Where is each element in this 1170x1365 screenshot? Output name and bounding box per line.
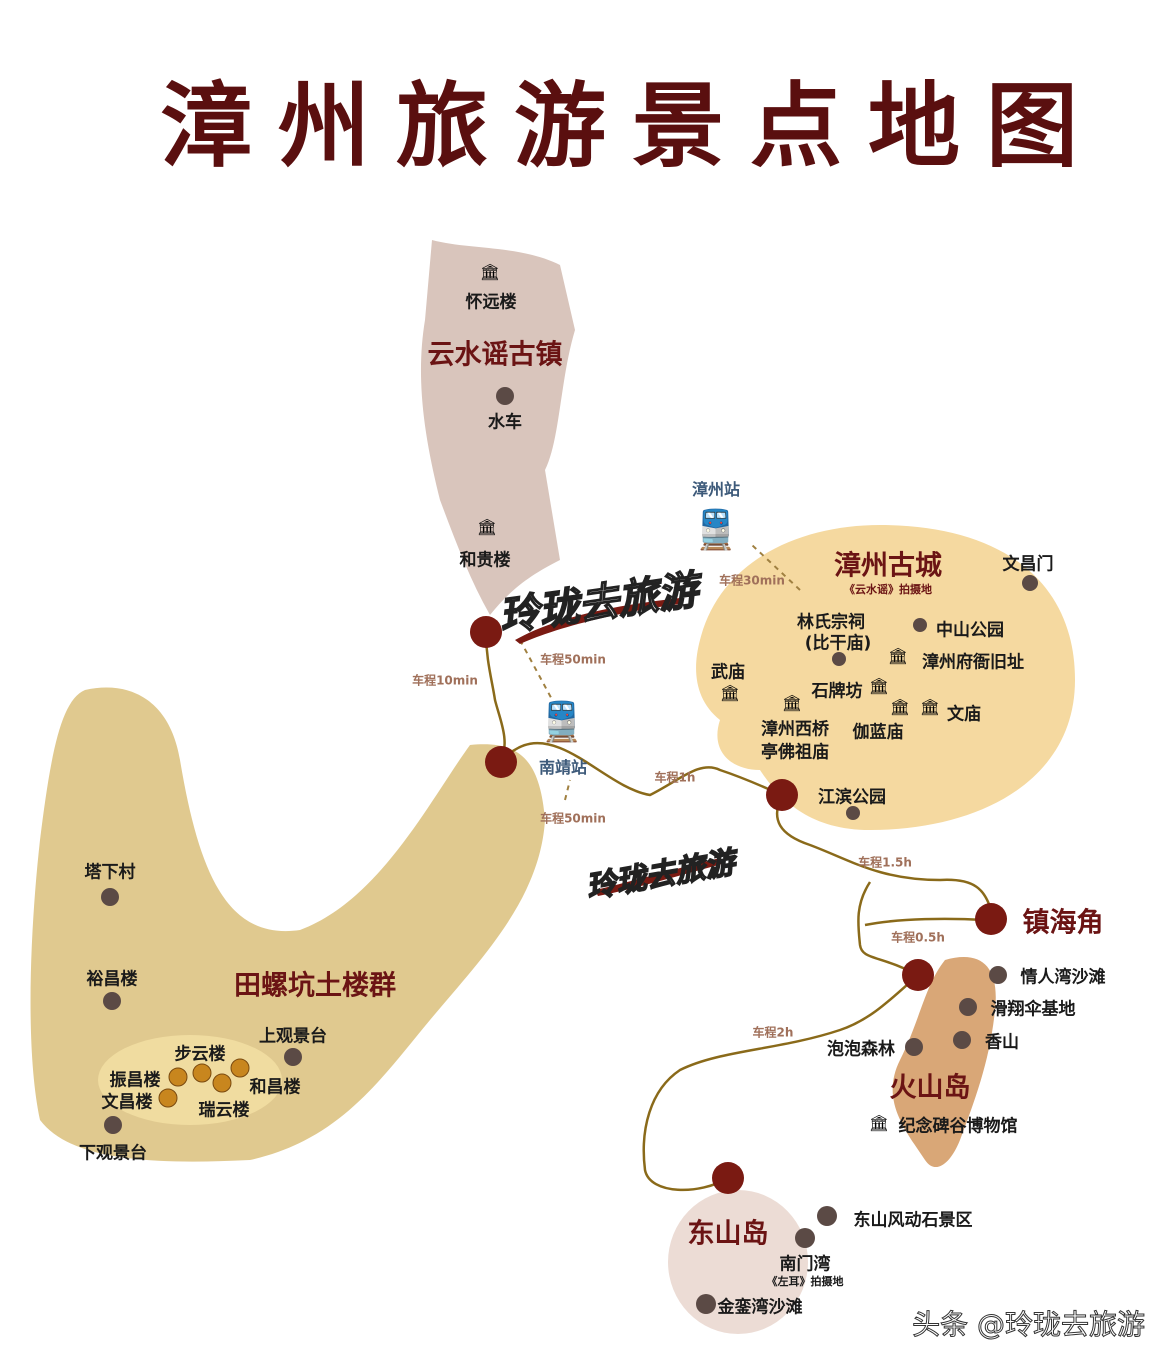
spot-label[interactable]: 文昌门 <box>1002 554 1054 575</box>
station-zhangzhou[interactable]: 漳州站 <box>691 480 741 499</box>
landmark-icon: 🏛 <box>889 697 911 717</box>
dashed-links <box>519 544 801 801</box>
spot-label[interactable]: 亭佛祖庙 <box>761 742 829 763</box>
spot-label[interactable]: 漳州府衙旧址 <box>922 652 1024 673</box>
spot-label[interactable]: 香山 <box>985 1032 1019 1053</box>
spot-label[interactable]: 文昌楼 <box>101 1092 153 1113</box>
route-time: 车程0.5h <box>891 930 945 945</box>
region-name-dongshan[interactable]: 东山岛 <box>687 1218 769 1250</box>
spot-label[interactable]: 文庙 <box>947 704 981 725</box>
spot-label[interactable]: 怀远楼 <box>465 292 517 313</box>
watermark-strokes <box>515 598 722 896</box>
spot-label[interactable]: 和贵楼 <box>459 550 511 571</box>
route-time: 车程1.5h <box>858 855 912 870</box>
train-icon: 🚆 <box>692 507 740 552</box>
route-time: 车程30min <box>719 573 785 588</box>
tulou-dots <box>158 1058 250 1108</box>
spot-label[interactable]: 振昌楼 <box>109 1070 161 1091</box>
spot-label[interactable]: 武庙 <box>711 662 745 683</box>
spot-label[interactable]: 瑞云楼 <box>198 1100 250 1121</box>
region-name-tianluokeng[interactable]: 田螺坑土楼群 <box>234 970 396 1002</box>
region-subtitle: 《云水谣》拍摄地 <box>844 583 932 596</box>
spot-label[interactable]: 下观景台 <box>79 1143 147 1164</box>
spot-label[interactable]: 东山风动石景区 <box>853 1210 973 1231</box>
landmark-icon: 🏛 <box>476 517 498 537</box>
spot-label[interactable]: 滑翔伞基地 <box>990 999 1076 1020</box>
spot-label[interactable]: 江滨公园 <box>818 787 886 808</box>
spot-label[interactable]: 情人湾沙滩 <box>1020 967 1106 988</box>
spot-label[interactable]: 步云楼 <box>174 1044 226 1065</box>
gucheng-area <box>696 525 1075 830</box>
spot-label[interactable]: 水车 <box>488 412 522 433</box>
spot-label[interactable]: 漳州西桥 <box>761 719 829 740</box>
route-time: 车程50min <box>540 652 606 667</box>
spot-label[interactable]: 塔下村 <box>84 862 136 883</box>
route-nodes <box>470 616 1007 1194</box>
spot-label[interactable]: 南门湾 <box>779 1254 831 1275</box>
spot-label[interactable]: 金銮湾沙滩 <box>717 1297 803 1318</box>
spot-dots <box>101 387 1038 1314</box>
landmark-icon: 🏛 <box>719 683 741 703</box>
spot-label[interactable]: (比干庙) <box>804 633 872 654</box>
train-icon: 🚆 <box>538 699 586 744</box>
landmark-icon: 🏛 <box>919 697 941 717</box>
region-name-yunshuiyao[interactable]: 云水谣古镇 <box>427 339 563 371</box>
yunshuiyao-area <box>420 240 575 615</box>
region-name-huoshan[interactable]: 火山岛 <box>889 1072 971 1104</box>
route-time: 车程1h <box>654 770 696 785</box>
route-time: 车程2h <box>752 1025 794 1040</box>
tulou-core-area <box>98 1035 282 1125</box>
spot-label[interactable]: 上观景台 <box>259 1026 327 1047</box>
region-name-gucheng[interactable]: 漳州古城 <box>834 550 942 582</box>
page-title: 漳州旅游景点地图 <box>160 73 1105 180</box>
route-time: 车程50min <box>540 811 606 826</box>
footer-watermark: 头条 @玲珑去旅游 <box>912 1308 1146 1342</box>
spot-label[interactable]: 裕昌楼 <box>86 969 138 990</box>
spot-label[interactable]: 石牌坊 <box>811 681 863 702</box>
spot-label[interactable]: 纪念碑谷博物馆 <box>898 1116 1018 1137</box>
landmark-icon: 🏛 <box>887 646 909 666</box>
spot-label[interactable]: 林氏宗祠 <box>797 612 865 633</box>
landmark-icon: 🏛 <box>479 262 501 282</box>
spot-label[interactable]: 和昌楼 <box>249 1077 301 1098</box>
spot-label[interactable]: 伽蓝庙 <box>852 722 904 743</box>
route-time: 车程10min <box>412 673 478 688</box>
spot-subtitle: 《左耳》拍摄地 <box>766 1275 844 1288</box>
route-lines <box>484 631 993 1192</box>
museum-icon: 🏛 <box>868 1113 890 1133</box>
landmark-icon: 🏛 <box>781 693 803 713</box>
spot-label[interactable]: 中山公园 <box>936 620 1004 641</box>
station-nanjing[interactable]: 南靖站 <box>538 758 588 777</box>
landmark-icon: 🏛 <box>868 676 890 696</box>
spot-label[interactable]: 泡泡森林 <box>827 1039 895 1060</box>
region-name-zhenhaijiao[interactable]: 镇海角 <box>1022 907 1104 939</box>
